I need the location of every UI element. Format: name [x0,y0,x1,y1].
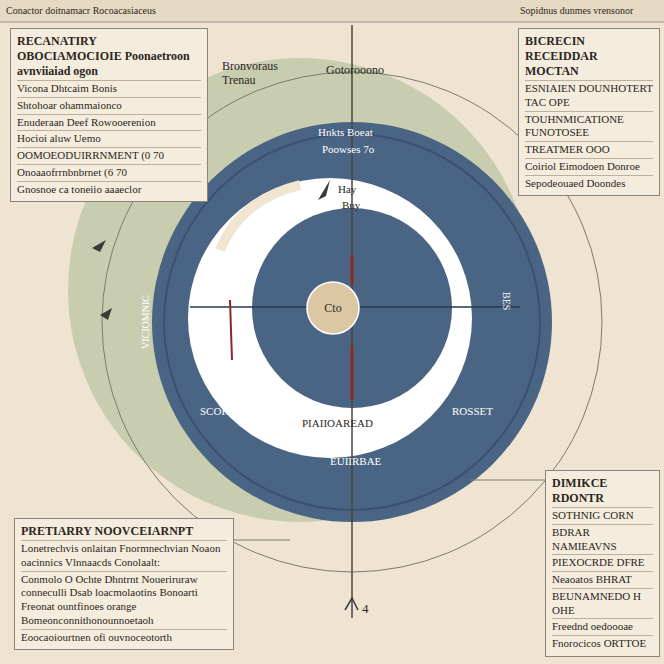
panel-row: Shtohoar ohammaionco [17,98,201,115]
leader-line [470,480,545,481]
diagram-label: EUIIRBAE [330,455,381,468]
diagram-label: Hay [338,183,356,196]
info-panel: RECANATIRY OBOCIAMOCIOIE Poonaetroon avn… [10,28,208,202]
info-panel: DIMIKCE RDONTRSOTHNIG CORNBDRAR NAMIEAVN… [545,470,660,657]
red-marker [351,345,354,400]
top-strip [0,0,664,22]
strip-line [0,22,664,23]
panel-row: SOTHNIG CORN [552,508,653,525]
arrow-mark [345,598,358,610]
panel-row: Neaoatos BHRAT [552,572,653,589]
diagram-label: Gotorooono [326,64,384,78]
diagram-label: Conactor doitnamacr Rocoacasiaceus [6,5,156,17]
panel-heading: Cto [324,301,341,316]
bird-icon [100,308,112,320]
info-panel: PRETIARRY NOOVCEIARNPTLonetrechvis onlai… [14,518,234,650]
diagram-label: BES [501,292,513,310]
panel-row: Eoocaoiourtnen ofi ouvnoceotorth [21,630,227,646]
panel-heading: DIMIKCE RDONTR [552,475,653,508]
panel-row: Coiriol Eimodoen Donroe [525,159,653,176]
bird-icon [92,240,106,252]
diagram-label: Sopidnus dunmes vrensonor [520,5,633,17]
diagram-label: VICIOMNIC [140,295,152,349]
panel-row: OOMOEODUIRRNMENT (0 70 [17,148,201,165]
panel-row: Sepodeouaed Doondes [525,176,653,192]
panel-row: Lonetrechvis onlaitan Fnormnechvian Noao… [21,541,227,572]
bird-icon [318,180,330,200]
panel-row: Fnorocicos ORTTOE [552,636,653,652]
panel-row: Vicona Dhtcaim Bonis [17,81,201,98]
diagram-label: Poowses 7o [322,143,374,156]
panel-heading: RECANATIRY OBOCIAMOCIOIE Poonaetroon avn… [17,33,201,81]
panel-row: BEUNAMNEDO H OHE [552,589,653,620]
info-panel: BICRECIN RECEIDDAR MOCTANESNIAIEN DOUNHO… [518,28,660,196]
panel-row: TREATMER OOO [525,142,653,159]
panel-row: PIEXOCRDE DFRE [552,555,653,572]
panel-row: Conmolo O Ochte Dhntrnt Noueriruraw conn… [21,572,227,630]
panel-row: Freednd oedoooae [552,619,653,636]
diagram-label: Bronvoraus Trenau [222,60,312,88]
red-tick [230,300,232,360]
diagram-label: ROSSET [452,405,493,418]
panel-row: Hocioi aluw Uemo [17,131,201,148]
white-ring [188,178,472,458]
red-marker [351,255,354,285]
panel-row: BDRAR NAMIEAVNS [552,525,653,556]
panel-row: Enuderaan Deef Rowooerenion [17,115,201,132]
panel-row: ESNIAIEN DOUNHOTERT TAC OPE [525,81,653,112]
diagram-label: PIAIIOAREAD [302,417,373,430]
panel-row: Onoaaofrrnbnbrnet (6 70 [17,165,201,182]
diagram-label: SCORRIUS [200,405,254,418]
panel-heading: PRETIARRY NOOVCEIARNPT [21,523,227,541]
panel-heading: BICRECIN RECEIDDAR MOCTAN [525,33,653,81]
center-circle: Cto [306,281,360,335]
diagram-label: 4 [362,602,369,617]
diagram-label: Hnkts Boeat [318,126,373,139]
panel-row: TOUHNMICATIONE FUNOTOSEE [525,112,653,143]
circle-shape [307,282,359,334]
panel-row: Gnosnoe ca toneiio aaaeclor [17,182,201,198]
leader-line [232,540,290,541]
diagram-label: Bny [342,199,360,212]
